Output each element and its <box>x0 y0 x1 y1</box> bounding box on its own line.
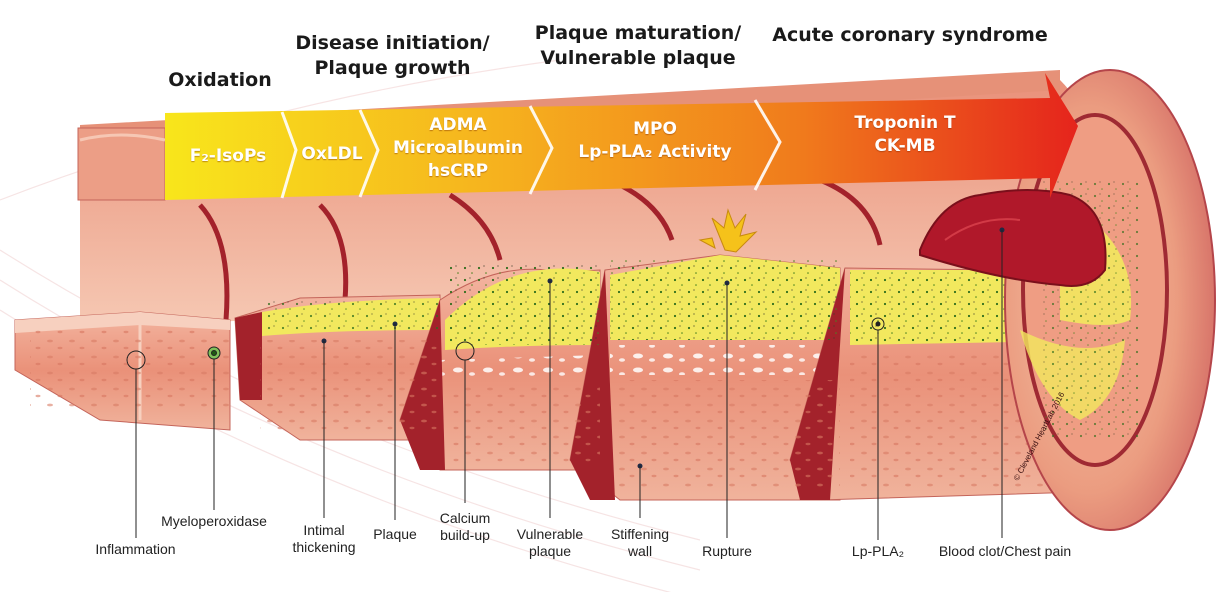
label-calcium: Calcium build-up <box>439 510 491 543</box>
blood-clot <box>919 189 1107 287</box>
label-vulnerable-plaque: Vulnerable plaque <box>516 526 584 559</box>
marker-f2-isops: F₂-IsoPs <box>189 146 267 166</box>
stage-title-plaque-maturation: Plaque maturation/ Vulnerable plaque <box>534 22 742 69</box>
artery-end-view <box>1004 69 1216 531</box>
leader-lines <box>135 230 1003 540</box>
label-stiffening-wall: Stiffening wall <box>610 526 670 559</box>
label-blood-clot: Blood clot/Chest pain <box>938 543 1072 559</box>
marker-troponin-group: Troponin T CK-MB <box>854 113 956 156</box>
stage-title-oxidation: Oxidation <box>168 69 272 91</box>
label-myeloperoxidase: Myeloperoxidase <box>161 513 267 529</box>
label-plaque: Plaque <box>373 526 417 542</box>
label-inflammation: Inflammation <box>95 541 176 557</box>
progression-arrow <box>165 73 1078 200</box>
rupture-burst <box>698 208 758 253</box>
label-rupture: Rupture <box>702 543 752 559</box>
stage-title-disease-initiation: Disease initiation/ Plaque growth <box>295 32 490 79</box>
label-lp-pla2: Lp-PLA₂ <box>851 543 905 559</box>
label-intimal-thickening: Intimal thickening <box>292 522 356 555</box>
marker-oxldl: OxLDL <box>301 144 363 164</box>
marker-mpo-group: MPO Lp-PLA₂ Activity <box>578 119 732 162</box>
inner-rings <box>198 177 883 321</box>
marker-adma-group: ADMA Microalbumin hsCRP <box>392 115 524 181</box>
stage-title-acute: Acute coronary syndrome <box>772 24 1048 46</box>
